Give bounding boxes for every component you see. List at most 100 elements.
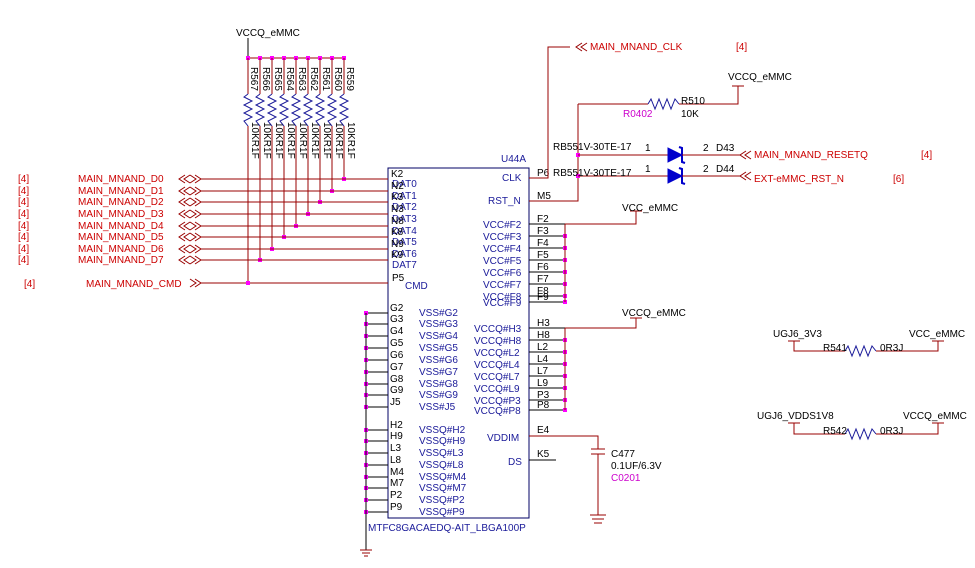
r510-right-wire [679,86,739,105]
vssq-pin-name: VSSQ#P9 [419,507,465,518]
r541-from-label: UGJ6_3V3 [773,329,822,340]
r510-value: 10K [681,109,699,120]
d43-ref: D43 [716,143,735,154]
cap-footprint: C0201 [611,473,641,484]
vss-pin-number: G8 [390,374,404,385]
rst-pin-name: RST_N [488,196,521,207]
pullup-resistor [338,93,350,127]
vssq-pin-number: P2 [390,490,403,501]
vcc-pin-name: VCC#F5 [483,256,522,267]
vssq-pin-name: VSSQ#H2 [419,425,466,436]
vccq-pin-name: VCCQ#H8 [474,336,522,347]
r541-left-wire [793,341,845,352]
pullup-ref: R560 [332,67,343,91]
data-net-page-ref: [4] [18,232,29,243]
data-pin-name: DAT1 [392,191,417,202]
vcc-pin-number: F9 [537,292,549,303]
d43-pin2: 2 [703,143,709,154]
pullup-value: 10KR1F [321,122,332,159]
pullup-resistor [290,93,302,127]
pullup-ref: R561 [320,67,331,91]
data-pin-name: DAT4 [392,226,417,237]
d44-net-label: EXT-eMMC_RST_N [754,174,844,185]
vssq-pin-number: P9 [390,502,403,513]
r510-rail-label: VCCQ_eMMC [728,72,792,83]
vccq-pin-name: VCCQ#H3 [474,324,522,335]
vss-pin-name: VSS#G2 [419,308,458,319]
data-net-label: MAIN_MNAND_D1 [78,186,164,197]
pullup-value: 10KR1F [261,122,272,159]
pullup-resistor [266,93,278,127]
data-net-label: MAIN_MNAND_D3 [78,209,164,220]
data-pin-name: DAT7 [392,260,417,271]
r542-right-wire [876,423,939,435]
d43-page-ref: [4] [921,150,932,161]
vccq-rail-label: VCCQ_eMMC [622,308,686,319]
data-pin-name: DAT6 [392,249,417,260]
vssq-pin-name: VSSQ#H9 [419,436,466,447]
data-net-arrow [178,244,202,254]
pullup-ref: R566 [260,67,271,91]
vcc-pin-number: F7 [537,274,549,285]
chip-ref: U44A [501,154,526,165]
r541-ref: R541 [823,343,847,354]
clk-net-page-ref: [4] [736,42,747,53]
vss-pin-number: G7 [390,362,404,373]
vssq-pin-number: M4 [390,467,404,478]
vccq-pin-number: L2 [537,342,549,353]
data-pin-number: N9 [391,239,404,250]
vssq-pin-number: L8 [390,455,402,466]
vccq-pin-name: VCCQ#L7 [474,372,520,383]
ground-symbol-left [360,549,372,557]
cmd-net-arrow [189,278,202,288]
vcc-pin-number: F6 [537,262,549,273]
d44-pin2: 2 [703,164,709,175]
vss-pin-number: G9 [390,385,404,396]
d43-net-arrow [739,150,752,160]
clk-pin-name: CLK [502,173,522,184]
vccq-pin-number: P3 [537,390,550,401]
data-pin-name: DAT3 [392,214,417,225]
vccq-pin-group: H3VCCQ#H3H8VCCQ#H8L2VCCQ#L2L4VCCQ#L4L7VC… [474,318,567,417]
pullup-value: 10KR1F [273,122,284,159]
vss-pin-name: VSS#G8 [419,379,458,390]
data-net-arrow [178,174,202,184]
data-net-label: MAIN_MNAND_D7 [78,255,164,266]
clk-net-label: MAIN_MNAND_CLK [590,42,683,53]
pullup-resistor-bank: R56710KR1FR56610KR1FR56510KR1FR56410KR1F… [242,56,356,285]
vss-pin-number: J5 [390,397,401,408]
vcc-pin-name: VCC#F8 [483,292,522,303]
vcc-pin-name: VCC#F6 [483,268,522,279]
pullup-ref: R559 [344,67,355,91]
clk-net-arrow [575,42,588,52]
data-pin-number: K2 [391,169,404,180]
pullup-resistor [242,93,254,127]
d44-pin1: 1 [645,164,651,175]
r542-left-wire [793,423,845,435]
cmd-net-page-ref: [4] [24,279,35,290]
pullup-value: 10KR1F [309,122,320,159]
r542-to-label: VCCQ_eMMC [903,411,967,422]
r542-from-label: UGJ6_VDDS1V8 [757,411,834,422]
pullup-value: 10KR1F [333,122,344,159]
vssq-pin-name: VSSQ#M4 [419,472,467,483]
vcc-pin-name: VCC#F2 [483,220,522,231]
chip-part-number: MTFC8GACAEDQ-AIT_LBGA100P [368,523,526,534]
vcc-rail-label: VCC_eMMC [622,203,678,214]
clk-wire [529,46,570,179]
data-net-label: MAIN_MNAND_D4 [78,221,164,232]
data-net-page-ref: [4] [18,255,29,266]
rst-pin-number: M5 [537,191,551,202]
data-net-page-ref: [4] [18,209,29,220]
pullup-resistor [254,93,266,127]
vccq-pin-name: VCCQ#L9 [474,384,520,395]
data-net-arrow [178,186,202,196]
vccq-pin-name: VCCQ#P8 [474,406,521,417]
vddim-wire [529,435,599,449]
data-net-page-ref: [4] [18,197,29,208]
r510-footprint: R0402 [623,109,653,120]
vssq-pin-name: VSSQ#L3 [419,448,464,459]
ds-pin-name: DS [508,457,522,468]
vddim-pin-name: VDDIM [487,433,519,444]
